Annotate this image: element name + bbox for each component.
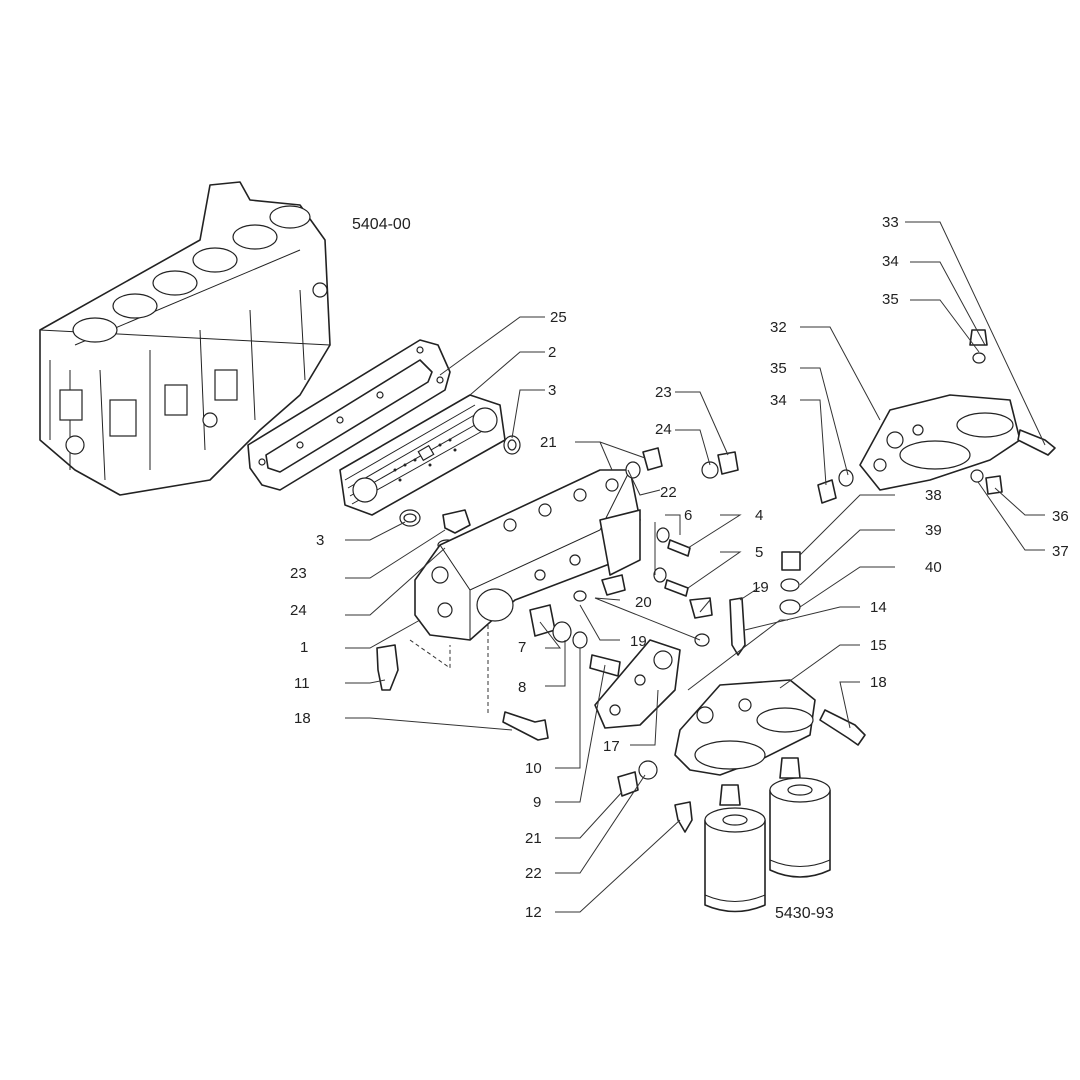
part-labels: 33 34 35 32 35 34 25 2 3 23 24 21 22 6 4… — [290, 214, 1069, 921]
label-17: 17 — [603, 738, 620, 755]
label-19-middle: 19 — [630, 633, 647, 650]
label-15: 15 — [870, 637, 887, 654]
label-11: 11 — [294, 675, 310, 692]
plug-23-left-drawing — [442, 509, 471, 534]
label-19-right: 19 — [752, 579, 769, 596]
label-10: 10 — [525, 760, 542, 777]
label-33: 33 — [882, 214, 899, 231]
fitting-21-22-top-drawing — [625, 447, 663, 479]
label-18-right: 18 — [870, 674, 887, 691]
seal-3-top-drawing — [503, 435, 521, 455]
fitting-23-24-top-drawing — [701, 451, 739, 479]
fitting-19-right-drawing — [689, 597, 713, 619]
seal-19-middle-drawing — [694, 633, 710, 647]
label-8: 8 — [518, 679, 526, 696]
label-20: 20 — [635, 594, 652, 611]
plug-34-35-left-drawing — [817, 469, 854, 504]
plug-35-34-top-drawing — [969, 329, 988, 364]
label-37: 37 — [1052, 543, 1069, 560]
valve-14-drawing — [729, 597, 746, 656]
label-1: 1 — [300, 639, 308, 656]
label-22-top: 22 — [660, 484, 677, 501]
label-35-top: 35 — [882, 291, 899, 308]
label-3-bottom: 3 — [316, 532, 324, 549]
sensor-11-drawing — [376, 644, 399, 691]
label-6: 6 — [684, 507, 692, 524]
plug-38-39-40-drawing — [779, 551, 801, 615]
label-24-left: 24 — [290, 602, 307, 619]
label-40: 40 — [925, 559, 942, 576]
bolt-5-drawing — [653, 567, 689, 597]
gasket-17-drawing — [594, 639, 681, 729]
bolt-33-drawing — [1017, 429, 1056, 456]
label-5: 5 — [755, 544, 763, 561]
label-21-top: 21 — [540, 434, 557, 451]
label-36: 36 — [1052, 508, 1069, 525]
plug-21-22-lower-drawing — [617, 760, 658, 797]
label-25: 25 — [550, 309, 567, 326]
bolt-4-drawing — [656, 527, 691, 557]
label-4: 4 — [755, 507, 763, 524]
label-38: 38 — [925, 487, 942, 504]
valve-7-8-drawing — [529, 604, 588, 649]
fitting-12-drawing — [674, 801, 693, 833]
reference-filter: 5430-93 — [775, 905, 834, 922]
label-9: 9 — [533, 794, 541, 811]
label-23-top: 23 — [655, 384, 672, 401]
filter-head-15-drawing — [674, 679, 816, 776]
label-23-left: 23 — [290, 565, 307, 582]
label-34-left: 34 — [770, 392, 787, 409]
engine-block-drawing — [39, 181, 331, 496]
oil-filter-left-drawing — [704, 784, 766, 913]
plug-36-37-drawing — [970, 469, 1003, 495]
label-2: 2 — [548, 344, 556, 361]
label-22-bottom: 22 — [525, 865, 542, 882]
reference-block: 5404-00 — [352, 216, 411, 233]
gasket-25-drawing — [247, 339, 451, 491]
label-7: 7 — [518, 639, 526, 656]
seal-3-bottom-drawing — [399, 509, 421, 527]
plug-20-drawing — [573, 574, 626, 602]
label-39: 39 — [925, 522, 942, 539]
label-32: 32 — [770, 319, 787, 336]
label-24-top: 24 — [655, 421, 672, 438]
label-14: 14 — [870, 599, 887, 616]
leader-lines — [345, 221, 1046, 913]
oil-module-1-drawing — [414, 469, 641, 641]
label-3-top: 3 — [548, 382, 556, 399]
label-12: 12 — [525, 904, 542, 921]
bolt-18-right-drawing — [819, 709, 866, 746]
label-34-top: 34 — [882, 253, 899, 270]
bolt-18-left-drawing — [502, 711, 549, 741]
label-18-left: 18 — [294, 710, 311, 727]
filter-head-32-drawing — [859, 394, 1021, 491]
label-21-bottom: 21 — [525, 830, 542, 847]
label-35-left: 35 — [770, 360, 787, 377]
oil-filter-right-drawing — [769, 757, 831, 878]
